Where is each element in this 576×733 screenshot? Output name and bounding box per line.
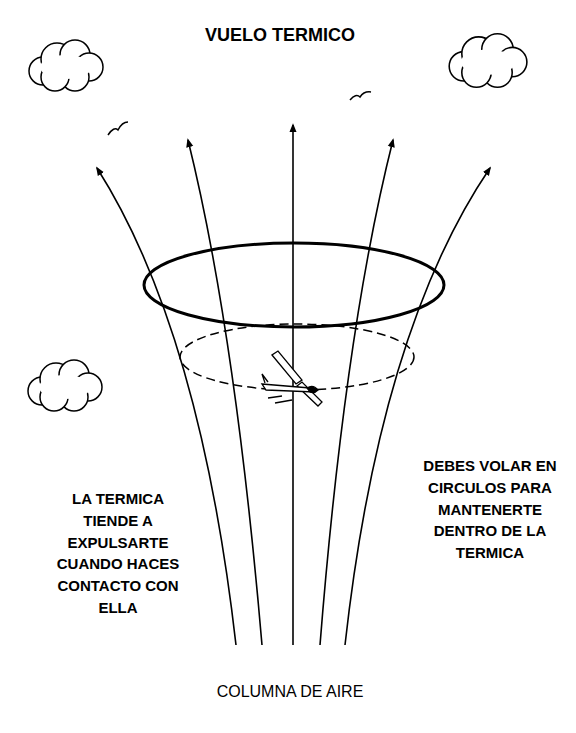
flight-circle bbox=[180, 324, 414, 390]
note-label: DEBES VOLAR EN CIRCULOS PARA MANTENERTE … bbox=[417, 455, 563, 564]
glider bbox=[262, 351, 322, 406]
clouds bbox=[28, 34, 527, 411]
birds bbox=[108, 92, 371, 135]
thermal-ring bbox=[144, 243, 444, 327]
diagram-title: VUELO TERMICO bbox=[130, 24, 430, 47]
caption-label: COLUMNA DE AIRE bbox=[160, 680, 420, 703]
note-label: LA TERMICA TIENDE A EXPULSARTE CUANDO HA… bbox=[43, 488, 193, 619]
